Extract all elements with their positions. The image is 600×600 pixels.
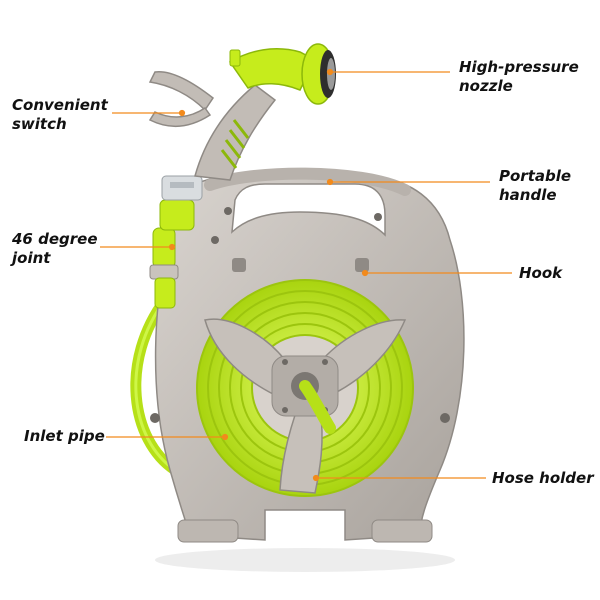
- inlet-joint: [149, 175, 203, 309]
- foot-right: [371, 519, 433, 543]
- label-line: Inlet pipe: [24, 427, 105, 445]
- label-portable-handle: Portable handle: [499, 167, 571, 205]
- label-line: High-pressure: [459, 58, 579, 76]
- screw: [374, 213, 382, 221]
- label-line: Portable: [499, 167, 572, 185]
- hook-right: [355, 258, 369, 272]
- label-line: nozzle: [459, 77, 513, 95]
- convenient-switch: [148, 71, 215, 112]
- screw: [150, 413, 160, 423]
- label-hose-holder: Hose holder: [492, 469, 594, 488]
- screw: [224, 207, 232, 215]
- spray-gun: [148, 43, 336, 181]
- label-line: Convenient: [12, 96, 108, 114]
- label-inlet-pipe: Inlet pipe: [24, 427, 105, 446]
- label-line: switch: [12, 115, 67, 133]
- label-line: joint: [12, 249, 51, 267]
- floor-shadow: [155, 548, 455, 572]
- label-46-degree-joint: 46 degree joint: [12, 230, 98, 268]
- label-high-pressure-nozzle: High-pressure nozzle: [459, 58, 579, 96]
- label-line: Hose holder: [492, 469, 594, 487]
- hook-left: [232, 258, 246, 272]
- label-hook: Hook: [519, 264, 562, 283]
- foot-left: [177, 519, 239, 543]
- screw: [440, 413, 450, 423]
- label-line: handle: [499, 186, 557, 204]
- callout-lines: [100, 68, 512, 482]
- label-convenient-switch: Convenient switch: [12, 96, 108, 134]
- hose-holder: [204, 318, 407, 494]
- screw: [211, 236, 219, 244]
- label-line: 46 degree: [12, 230, 98, 248]
- portable-handle: [231, 183, 386, 237]
- label-line: Hook: [519, 264, 563, 282]
